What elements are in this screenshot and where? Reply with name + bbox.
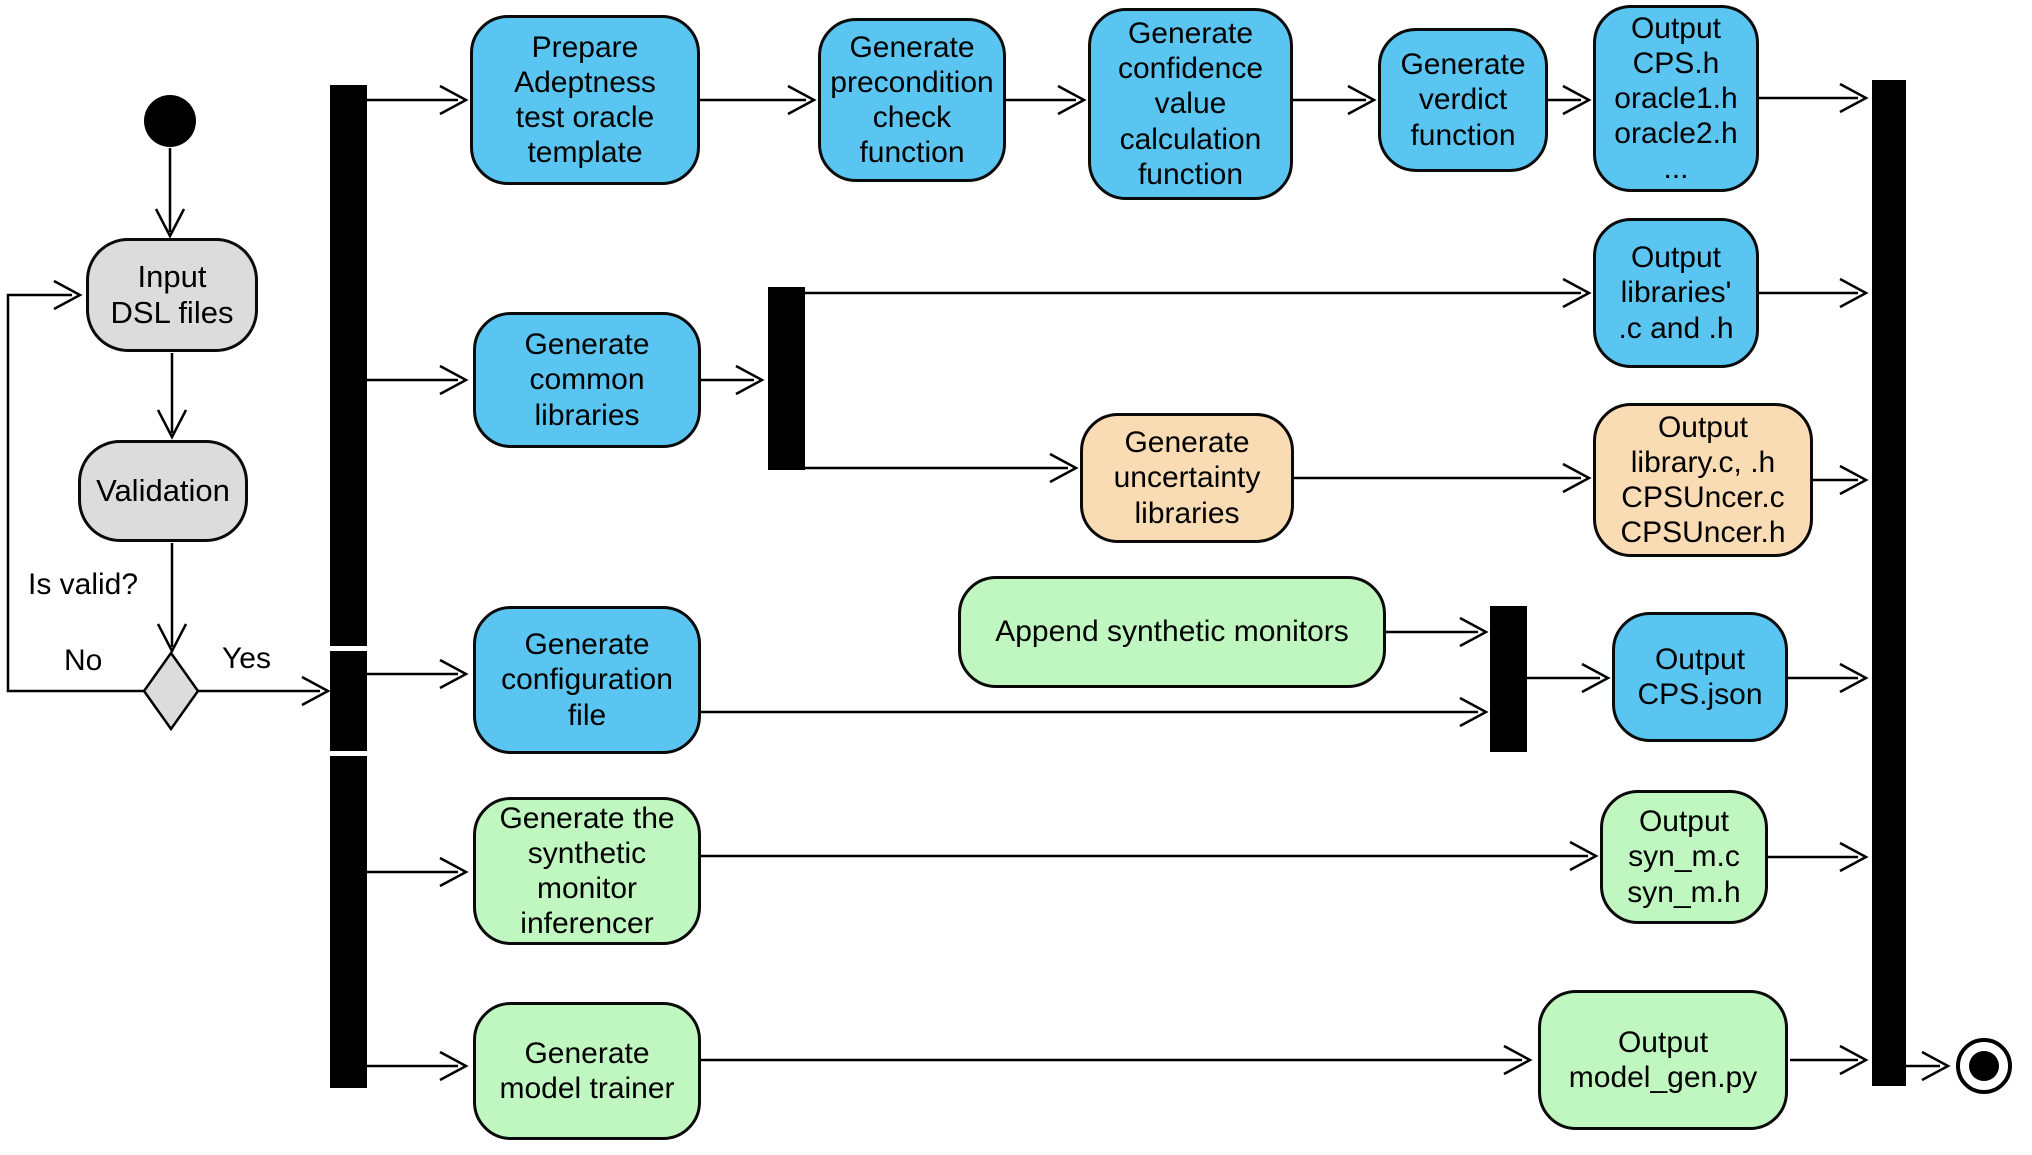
start-node: [144, 95, 196, 147]
node-generate-synthetic-monitor-inferencer: Generate the synthetic monitor inference…: [473, 797, 701, 945]
node-input-dsl-files: Input DSL files: [86, 238, 258, 352]
edge-join-to-end: [1906, 1050, 1951, 1082]
libraries-fork-bar: [768, 287, 805, 470]
edges-row5: [367, 1044, 1869, 1082]
node-append-synthetic-monitors: Append synthetic monitors: [958, 576, 1386, 688]
node-output-cps-json: Output CPS.json: [1612, 612, 1788, 742]
main-fork-bar-top: [330, 85, 367, 646]
decision-diamond: [142, 650, 200, 732]
node-output-syn-m: Output syn_m.c syn_m.h: [1600, 790, 1768, 924]
edges-row4: [367, 840, 1869, 888]
node-validation: Validation: [78, 440, 248, 542]
guard-label: Is valid?: [28, 568, 139, 601]
node-output-library-cpsuncer: Output library.c, .h CPSUncer.c CPSUncer…: [1593, 403, 1813, 557]
edge-no-loop: [6, 279, 144, 693]
node-generate-precondition: Generate precondition check function: [818, 18, 1006, 182]
node-output-oracle-headers: Output CPS.h oracle1.h oracle2.h ...: [1593, 5, 1759, 192]
node-generate-common-libraries: Generate common libraries: [473, 312, 701, 448]
edges-row1: [367, 82, 1869, 116]
node-generate-model-trainer: Generate model trainer: [473, 1002, 701, 1140]
node-generate-verdict: Generate verdict function: [1378, 28, 1548, 172]
edge-yes-to-fork: [198, 675, 331, 707]
edge-validation-to-decision: [156, 543, 188, 654]
main-fork-bar-mid: [330, 651, 367, 751]
node-output-model-gen-py: Output model_gen.py: [1538, 990, 1788, 1130]
main-fork-bar-bottom: [330, 756, 367, 1088]
end-node: [1956, 1038, 2012, 1094]
edges-row3: [367, 616, 1869, 728]
node-generate-uncertainty-libraries: Generate uncertainty libraries: [1080, 413, 1294, 543]
no-label: No: [64, 644, 103, 677]
node-generate-confidence: Generate confidence value calculation fu…: [1088, 8, 1293, 200]
main-join-bar: [1872, 80, 1906, 1086]
node-prepare-adeptness-template: Prepare Adeptness test oracle template: [470, 15, 700, 185]
yes-label: Yes: [222, 642, 271, 675]
node-output-libraries-c-h: Output libraries' .c and .h: [1593, 218, 1759, 368]
node-generate-configuration-file: Generate configuration file: [473, 606, 701, 754]
edge-input-to-validation: [156, 353, 188, 440]
edge-start-to-input: [154, 148, 186, 239]
config-join-bar: [1490, 606, 1527, 752]
edges-row2: [367, 277, 1869, 496]
